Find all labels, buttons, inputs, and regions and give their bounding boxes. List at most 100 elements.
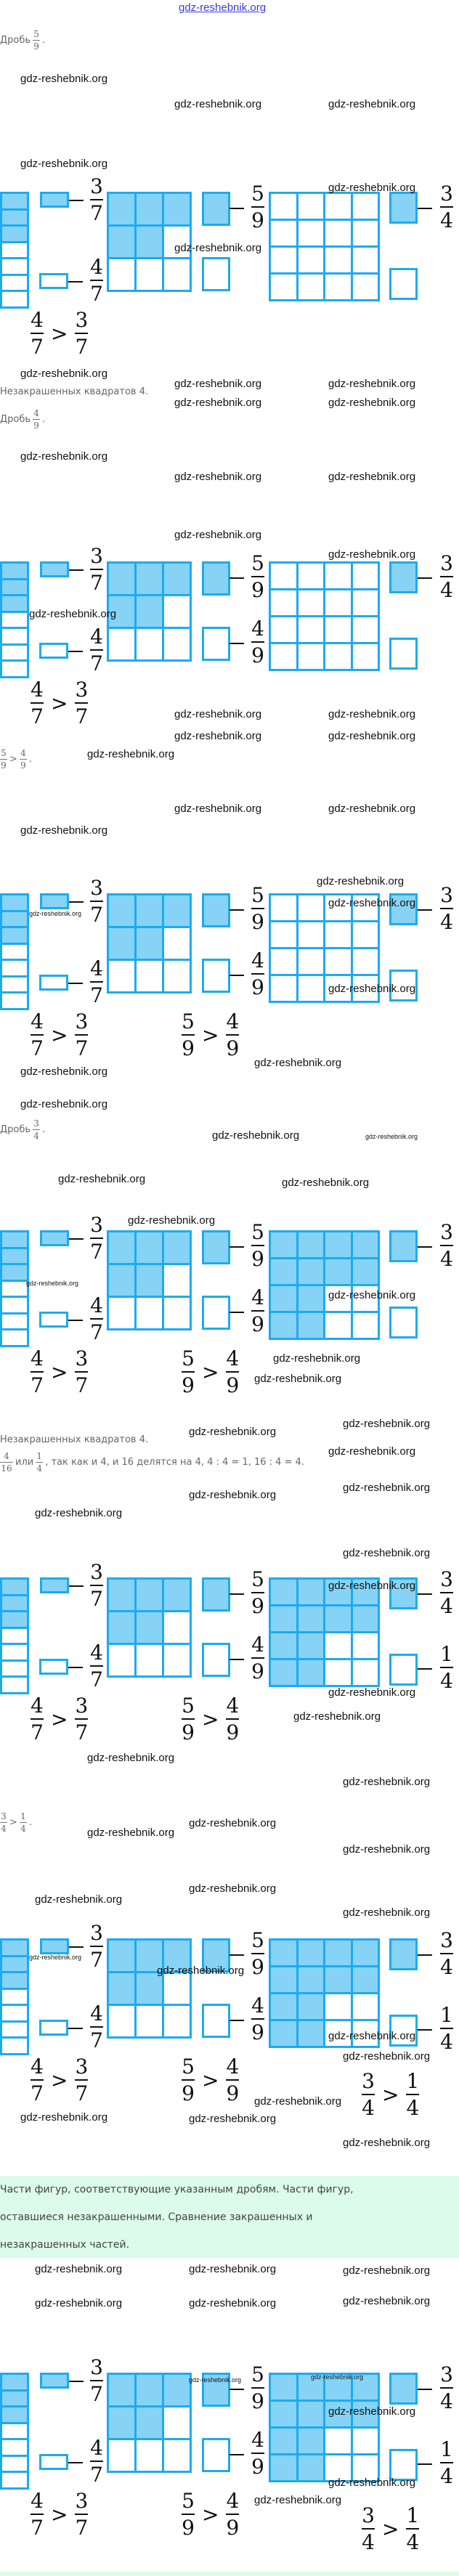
watermark: gdz-reshebnik.org — [317, 875, 405, 887]
numerator: 4 — [4, 1451, 9, 1461]
numerator: 5 — [182, 2489, 195, 2513]
numerator: 3 — [90, 1560, 103, 1584]
watermark: gdz-reshebnik.org — [87, 1752, 175, 1764]
denominator: 9 — [251, 1955, 264, 1979]
grid4-cell — [296, 1230, 325, 1259]
grid4-cell — [269, 1604, 298, 1633]
column-strip — [0, 1296, 29, 1315]
watermark: gdz-reshebnik.org — [328, 803, 416, 815]
numerator: 3 — [440, 551, 453, 575]
column-strip — [0, 273, 29, 293]
watermark: gdz-reshebnik.org — [20, 158, 108, 170]
grid4-cell — [350, 561, 380, 590]
watermark: gdz-reshebnik.org — [343, 2050, 431, 2063]
grid4-cell — [323, 1604, 353, 1633]
denominator: 4 — [440, 2464, 453, 2488]
column-strip — [0, 1675, 29, 1694]
grid4-cell — [350, 920, 380, 949]
watermark: gdz-reshebnik.org — [273, 1352, 361, 1365]
numerator: 3 — [75, 1346, 89, 1370]
grid3-cell — [134, 2438, 164, 2473]
numerator: 1 — [440, 2003, 453, 2027]
column-strip — [0, 2454, 29, 2474]
column-strip — [0, 594, 29, 613]
grid3-cell — [107, 1296, 137, 1330]
grid4-cell — [350, 219, 380, 248]
grid4-cell — [296, 2400, 325, 2429]
fraction-bar — [75, 2079, 89, 2081]
watermark: gdz-reshebnik.org — [20, 73, 108, 85]
denominator: 7 — [90, 903, 103, 927]
connector-dash — [230, 1312, 244, 1313]
denominator: 9 — [251, 910, 264, 934]
fraction-bar — [251, 576, 264, 577]
greater-than-sign: > — [51, 1707, 68, 1731]
watermark: gdz-reshebnik.org — [20, 824, 108, 837]
connector-dash — [68, 983, 83, 984]
grid3-cell — [134, 2373, 164, 2408]
grid3-cell — [134, 1577, 164, 1612]
legend-shaded-strip — [40, 893, 69, 909]
watermark: gdz-reshebnik.org — [189, 1426, 277, 1438]
site-link[interactable]: gdz-reshebnik.org — [179, 1, 267, 14]
grid4-cell — [323, 1965, 353, 1994]
grid3-cell — [107, 2004, 137, 2039]
grid4-cell — [323, 1658, 353, 1687]
denominator: 9 — [251, 2389, 264, 2413]
grid3-cell — [107, 1938, 137, 1973]
watermark: gdz-reshebnik.org — [343, 2264, 431, 2277]
column-strip — [0, 1246, 29, 1266]
legend-shaded-strip — [40, 2373, 69, 2389]
denominator: 7 — [90, 1667, 103, 1691]
grid4-cell — [323, 1257, 353, 1286]
grid4-cell — [269, 1938, 298, 1967]
legend-shaded-strip — [40, 1938, 69, 1954]
fraction-bar — [406, 2528, 420, 2530]
fraction-bar — [31, 2079, 44, 2081]
numerator: 4 — [251, 2428, 264, 2452]
legend-empty-strip — [39, 1659, 68, 1675]
grid3-cell — [107, 959, 137, 994]
denominator: 7 — [75, 1720, 89, 1744]
denominator: 4 — [440, 2030, 453, 2054]
numerator: 4 — [33, 408, 39, 418]
numerator: 5 — [33, 29, 39, 39]
grid4-cell — [323, 1992, 353, 2021]
legend-empty-square-right — [389, 268, 418, 300]
watermark: gdz-reshebnik.org — [87, 1827, 175, 1839]
watermark: gdz-reshebnik.org — [35, 2297, 123, 2309]
grid4-cell — [296, 893, 325, 922]
legend-empty-square — [202, 257, 230, 291]
legend-shaded-strip — [40, 1577, 69, 1593]
fraction-bar — [90, 1238, 103, 1239]
summary-line: оставшиеся незакрашенными. Сравнение зак… — [0, 2211, 313, 2223]
period: . — [28, 1817, 33, 1828]
connector-dash — [68, 281, 83, 283]
numerator: 5 — [182, 1009, 195, 1033]
grid3-cell — [107, 1577, 137, 1612]
numerator: 3 — [440, 2362, 453, 2386]
grid4-cell — [269, 2426, 298, 2455]
watermark: gdz-reshebnik.org — [343, 1418, 431, 1430]
grid3-cell — [107, 1263, 137, 1298]
legend-empty-square-right — [389, 2449, 418, 2481]
denominator: 9 — [251, 975, 264, 999]
connector-dash — [230, 1659, 244, 1660]
grid4-cell — [269, 245, 298, 275]
watermark: gdz-reshebnik.org — [26, 1280, 79, 1287]
